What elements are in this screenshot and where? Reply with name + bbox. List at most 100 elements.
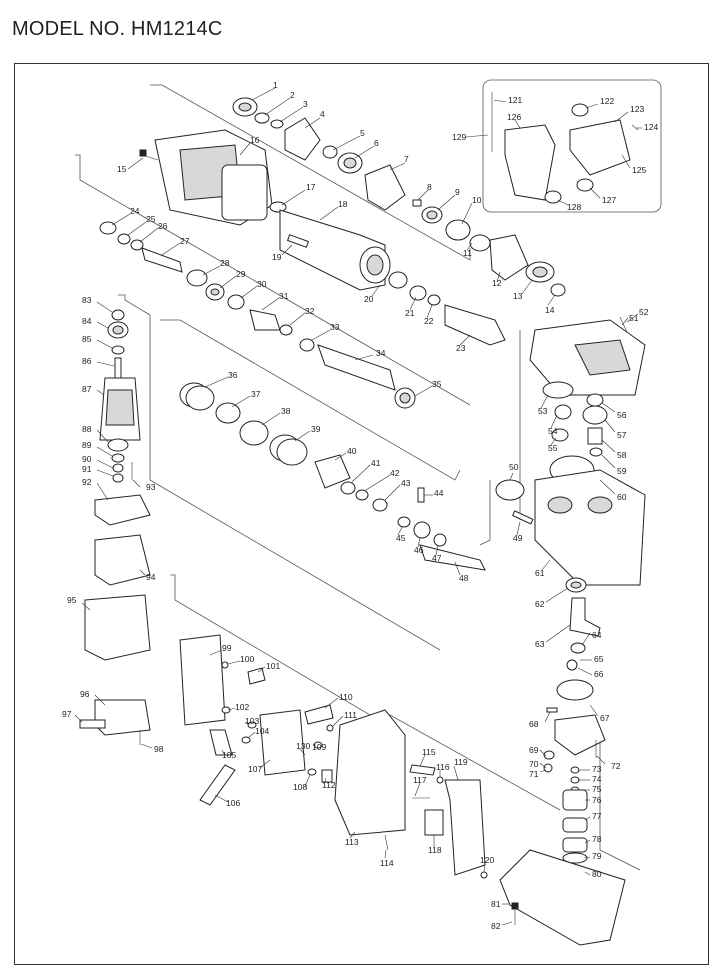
part-label-62: 62 <box>535 599 545 609</box>
part-label-59: 59 <box>617 466 627 476</box>
part-label-85: 85 <box>82 334 92 344</box>
part-label-52: 52 <box>639 307 649 317</box>
leader-lines <box>74 87 642 926</box>
part-label-50: 50 <box>509 462 519 472</box>
part-label-33: 33 <box>330 322 340 332</box>
part-label-46: 46 <box>414 545 424 555</box>
part-label-67: 67 <box>600 713 610 723</box>
part-23-drawing <box>444 304 506 346</box>
part-label-102: 102 <box>235 702 249 712</box>
part-48-drawing <box>419 544 486 571</box>
part-label-74: 74 <box>592 774 602 784</box>
part-label-88: 88 <box>82 424 92 434</box>
part-4-drawing <box>284 117 321 161</box>
part-label-51: 51 <box>629 313 639 323</box>
part-label-57: 57 <box>617 430 627 440</box>
part-label-118: 118 <box>428 845 442 855</box>
part-label-12: 12 <box>492 278 502 288</box>
part-label-95: 95 <box>67 595 77 605</box>
part-label-103: 103 <box>245 716 259 726</box>
part-label-121: 121 <box>508 95 522 105</box>
part-label-117: 117 <box>413 775 427 785</box>
part-label-35: 35 <box>432 379 442 389</box>
part-labels: 1 2 3 4 5 6 7 8 9 10 11 12 13 14 15 16 1… <box>62 80 658 931</box>
part-base-drawing <box>499 849 626 946</box>
part-label-108: 108 <box>293 782 307 792</box>
part-label-13: 13 <box>513 291 523 301</box>
part-label-22: 22 <box>424 316 434 326</box>
part-label-2: 2 <box>290 90 295 100</box>
part-61-drawing <box>534 469 646 586</box>
part-label-130: 130 <box>296 741 310 751</box>
part-label-6: 6 <box>374 138 379 148</box>
part-label-92: 92 <box>82 477 92 487</box>
part-label-125: 125 <box>632 165 646 175</box>
part-label-93: 93 <box>146 482 156 492</box>
part-label-58: 58 <box>617 450 627 460</box>
part-drawings <box>79 92 646 946</box>
part-126-drawing <box>504 124 556 201</box>
part-label-110: 110 <box>339 692 353 702</box>
part-label-104: 104 <box>255 726 269 736</box>
part-label-40: 40 <box>347 446 357 456</box>
part-label-65: 65 <box>594 654 604 664</box>
part-label-82: 82 <box>491 921 501 931</box>
part-label-119: 119 <box>454 757 468 767</box>
part-label-83: 83 <box>82 295 92 305</box>
part-7-drawing <box>364 164 406 211</box>
part-label-81: 81 <box>491 899 501 909</box>
part-label-49: 49 <box>513 533 523 543</box>
part-label-128: 128 <box>567 202 581 212</box>
part-label-69: 69 <box>529 745 539 755</box>
part-label-60: 60 <box>617 492 627 502</box>
part-label-113: 113 <box>345 837 359 847</box>
part-label-89: 89 <box>82 440 92 450</box>
part-94-drawing <box>94 534 151 586</box>
part-label-72: 72 <box>611 761 621 771</box>
part-label-18: 18 <box>338 199 348 209</box>
part-95-drawing <box>84 594 151 661</box>
part-label-55: 55 <box>548 443 558 453</box>
part-label-99: 99 <box>222 643 232 653</box>
part-119-drawing <box>444 779 486 876</box>
part-label-114: 114 <box>380 858 394 868</box>
part-label-21: 21 <box>405 308 415 318</box>
part-label-70: 70 <box>529 759 539 769</box>
part-label-24: 24 <box>130 206 140 216</box>
part-label-127: 127 <box>602 195 616 205</box>
part-label-53: 53 <box>538 406 548 416</box>
part-label-20: 20 <box>364 294 374 304</box>
part-107-drawing <box>259 709 306 776</box>
part-label-4: 4 <box>320 109 325 119</box>
part-40-drawing <box>314 454 351 489</box>
part-34-drawing <box>317 344 396 391</box>
part-label-68: 68 <box>529 719 539 729</box>
part-label-112: 112 <box>322 780 336 790</box>
part-label-61: 61 <box>535 568 545 578</box>
part-label-105: 105 <box>222 750 236 760</box>
part-label-54: 54 <box>548 426 558 436</box>
part-label-17: 17 <box>306 182 316 192</box>
part-label-34: 34 <box>376 348 386 358</box>
part-label-101: 101 <box>266 661 280 671</box>
part-label-30: 30 <box>257 279 267 289</box>
part-label-25: 25 <box>146 214 156 224</box>
part-label-8: 8 <box>427 182 432 192</box>
part-label-75: 75 <box>592 784 602 794</box>
part-label-15: 15 <box>117 164 127 174</box>
part-label-56: 56 <box>617 410 627 420</box>
part-125-drawing <box>569 119 631 176</box>
part-label-96: 96 <box>80 689 90 699</box>
part-label-38: 38 <box>281 406 291 416</box>
part-113-drawing <box>334 709 406 836</box>
part-label-71: 71 <box>529 769 539 779</box>
part-67-drawing <box>554 714 606 756</box>
part-106-drawing <box>199 764 236 806</box>
part-label-63: 63 <box>535 639 545 649</box>
part-label-42: 42 <box>390 468 400 478</box>
part-label-36: 36 <box>228 370 238 380</box>
part-label-19: 19 <box>272 252 282 262</box>
part-99-drawing <box>179 634 226 726</box>
part-label-97: 97 <box>62 709 72 719</box>
